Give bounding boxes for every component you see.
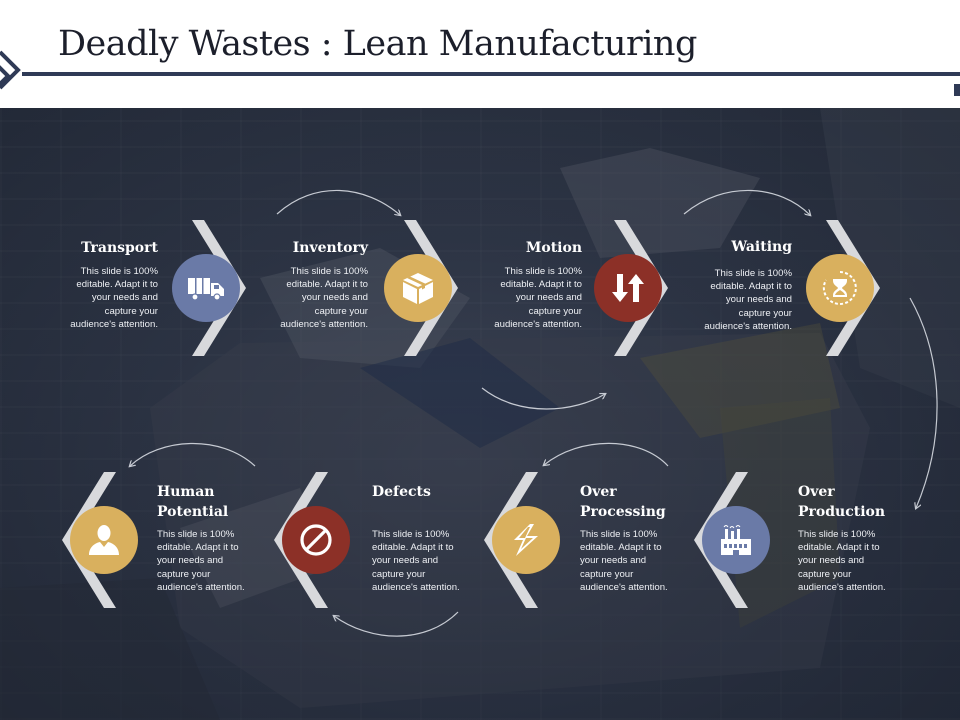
hourglass-icon xyxy=(822,271,857,305)
chevron-corner-icon xyxy=(0,50,21,90)
desc-transport: This slide is 100% editable. Adapt it to… xyxy=(70,266,158,330)
icon-circle xyxy=(384,254,452,322)
label-waiting: Waiting xyxy=(731,239,792,255)
arrow-motion-waiting xyxy=(683,189,810,215)
arrow-inventory-motion xyxy=(481,387,605,410)
person-icon xyxy=(89,525,119,555)
icon-circle xyxy=(282,506,350,574)
icon-circle xyxy=(70,506,138,574)
icon-circle xyxy=(492,506,560,574)
icon-circle xyxy=(806,254,874,322)
arrow-defects-human xyxy=(130,442,256,466)
label-over-processing: Over Processing xyxy=(580,484,666,520)
arrow-overproduction-overprocessing xyxy=(544,442,669,467)
label-motion: Motion xyxy=(525,240,582,256)
icon-circle xyxy=(702,506,770,574)
up-down-arrows-icon xyxy=(612,274,644,302)
desc-over-processing: This slide is 100% editable. Adapt it to… xyxy=(580,529,668,593)
desc-waiting: This slide is 100% editable. Adapt it to… xyxy=(704,268,792,332)
icon-circle xyxy=(594,254,662,322)
truck-icon xyxy=(188,278,224,301)
label-over-production: Over Production xyxy=(798,484,886,520)
slide-header: Deadly Wastes : Lean Manufacturing xyxy=(0,0,960,108)
arrow-overprocessing-defects xyxy=(334,611,459,637)
arrow-transport-inventory xyxy=(276,189,400,215)
page-title: Deadly Wastes : Lean Manufacturing xyxy=(58,24,697,64)
label-inventory: Inventory xyxy=(292,240,368,256)
label-transport: Transport xyxy=(81,240,158,256)
background-photo xyxy=(0,108,960,720)
desc-human-potential: This slide is 100% editable. Adapt it to… xyxy=(157,529,245,593)
label-defects: Defects xyxy=(372,484,431,500)
label-human-potential: Human Potential xyxy=(157,484,229,520)
desc-inventory: This slide is 100% editable. Adapt it to… xyxy=(280,266,368,330)
icon-circle xyxy=(172,254,240,322)
edge-marker xyxy=(954,84,960,96)
desc-defects: This slide is 100% editable. Adapt it to… xyxy=(372,529,460,593)
arrow-waiting-overproduction xyxy=(909,297,938,508)
box-icon xyxy=(403,273,433,304)
desc-motion: This slide is 100% editable. Adapt it to… xyxy=(494,266,582,330)
header-rule xyxy=(22,72,960,76)
lightning-icon xyxy=(514,524,538,556)
no-symbol-icon xyxy=(300,524,332,556)
desc-over-production: This slide is 100% editable. Adapt it to… xyxy=(798,529,886,593)
factory-icon xyxy=(721,525,751,555)
